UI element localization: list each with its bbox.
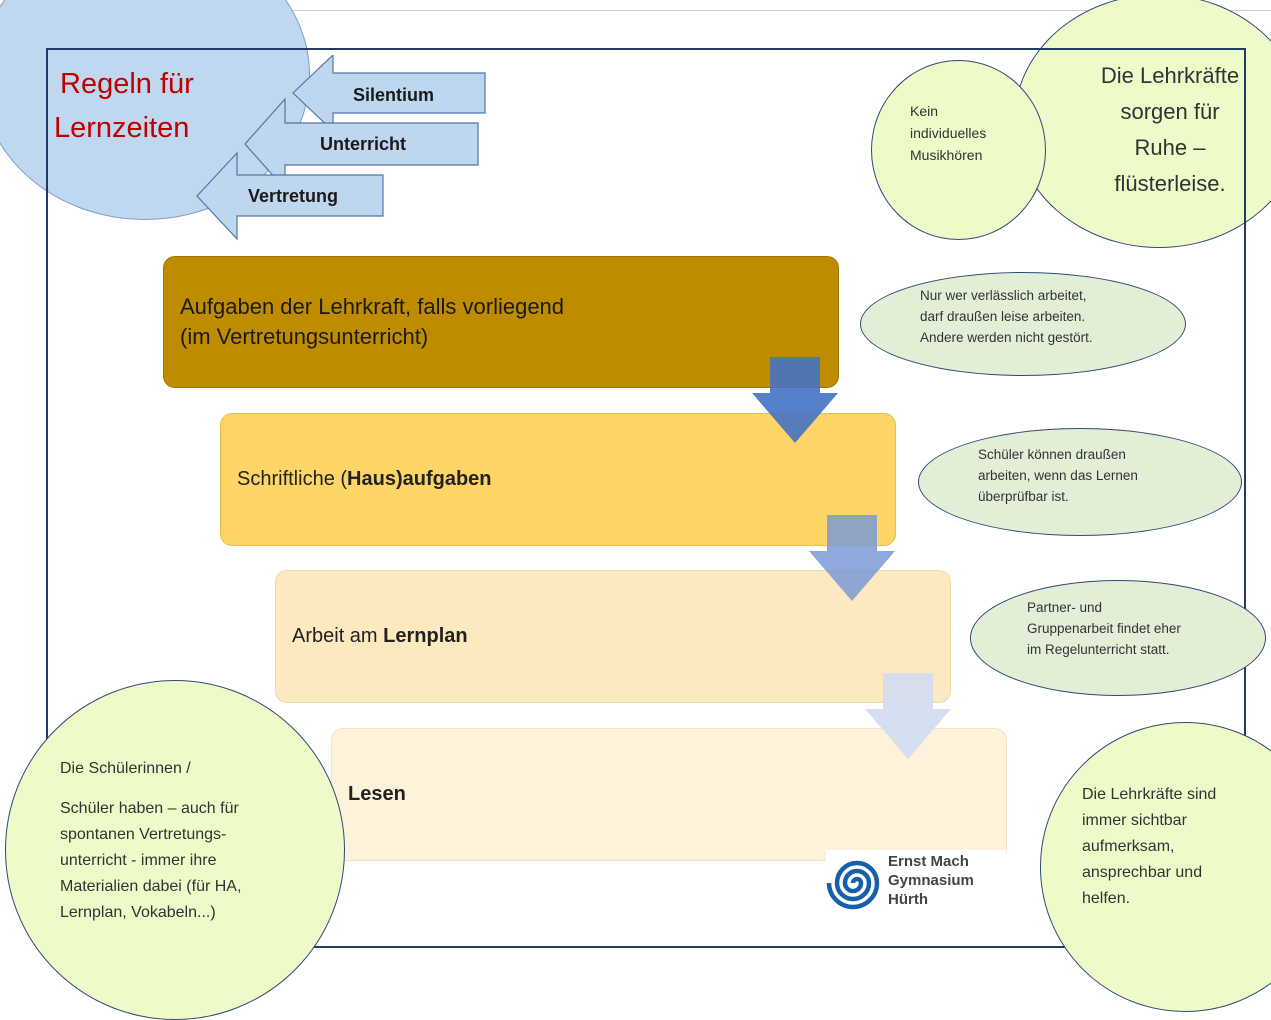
note-line: ansprechbar und [1082, 864, 1203, 881]
note-draussen-ellipse [918, 428, 1242, 536]
school-logo: Ernst Mach Gymnasium Hürth [826, 850, 1006, 914]
step-3-strong: Lernplan [383, 625, 468, 647]
down-arrow-3 [865, 673, 951, 759]
step-lesen: Lesen [331, 728, 1007, 861]
tag-arrow-silentium [292, 55, 486, 133]
tag-arrow-vertretung [196, 151, 384, 241]
note-line: sorgen für [1120, 99, 1220, 124]
title-line-1: Regeln für [60, 68, 194, 100]
note-line: darf draußen leise arbeiten. [920, 309, 1086, 324]
note-line: flüsterleise. [1114, 171, 1226, 196]
logo-text: Ernst Mach Gymnasium Hürth [888, 852, 974, 909]
note-line: Die Schülerinnen / [60, 760, 191, 777]
note-sichtbar: Die Lehrkräfte sind immer sichtbar aufme… [1082, 782, 1216, 912]
spiral-logo-icon [826, 860, 880, 910]
step-1-strong: Aufgaben der Lehrkraft [180, 294, 406, 319]
note-verlaesslich-ellipse [860, 272, 1186, 376]
note-line: Musikhören [910, 147, 983, 163]
down-arrow-2 [809, 515, 895, 601]
note-line: helfen. [1082, 890, 1131, 907]
tag-unterricht: Unterricht [320, 134, 407, 154]
note-line: Materialien dabei (für HA, [60, 878, 242, 895]
title-line-2: Lernzeiten [54, 112, 190, 144]
note-line: Lernplan, Vokabeln...) [60, 904, 216, 921]
note-kein-musik: Kein individuelles Musikhören [910, 100, 986, 166]
page-title: Regeln für Lernzeiten [54, 62, 194, 150]
note-line: Kein [910, 103, 939, 119]
note-line: spontanen Vertretungs- [60, 826, 227, 843]
note-schueler: Die Schülerinnen / Schüler haben – auch … [60, 756, 241, 926]
step-lernplan: Arbeit am Lernplan [275, 570, 951, 703]
step-1-rest: , falls vorliegend [405, 294, 565, 319]
note-line: Schüler haben – auch für [60, 800, 239, 817]
note-line: Die Lehrkräfte [1100, 63, 1240, 88]
step-3-pre: Arbeit am [292, 625, 384, 647]
note-line: überprüfbar ist. [978, 489, 1069, 504]
note-lehrkraefte-ruhe: Die Lehrkräfte sorgen für Ruhe – flüster… [1075, 58, 1265, 202]
tag-silentium: Silentium [353, 85, 435, 105]
note-line: immer sichtbar [1082, 812, 1187, 829]
step-2-strong: Haus)aufgaben [347, 468, 492, 490]
note-line: Ruhe – [1134, 135, 1206, 160]
tag-arrows [196, 55, 486, 241]
note-line: Die Lehrkräfte sind [1082, 786, 1217, 803]
note-line: Andere werden nicht gestört. [920, 330, 1093, 345]
note-line: aufmerksam, [1082, 838, 1175, 855]
step-1-line-2: (im Vertretungsunterricht) [180, 324, 429, 349]
step-4-strong: Lesen [348, 783, 406, 805]
note-line: Nur wer verlässlich arbeitet, [920, 288, 1087, 303]
note-verlaesslich: Nur wer verlässlich arbeitet, darf drauß… [920, 285, 1093, 348]
note-line: unterricht - immer ihre [60, 852, 217, 869]
note-line: arbeiten, wenn das Lernen [978, 468, 1138, 483]
step-aufgaben-lehrkraft: Aufgaben der Lehrkraft, falls vorliegend… [163, 256, 839, 388]
note-partner: Partner- und Gruppenarbeit findet eher i… [1027, 597, 1181, 660]
note-partner-ellipse [970, 580, 1266, 696]
note-line: Schüler können draußen [978, 447, 1126, 462]
tag-vertretung: Vertretung [248, 186, 339, 206]
note-line: Gruppenarbeit findet eher [1027, 621, 1181, 636]
note-line: im Regelunterricht statt. [1027, 642, 1170, 657]
ruhe-circle [1014, 0, 1271, 248]
down-arrow-1 [752, 357, 838, 443]
step-hausaufgaben: Schriftliche (Haus)aufgaben [220, 413, 896, 546]
note-draussen: Schüler können draußen arbeiten, wenn da… [978, 444, 1138, 507]
top-rule [0, 10, 1271, 11]
logo-line: Gymnasium [888, 872, 974, 889]
step-2-pre: Schriftliche ( [237, 468, 348, 490]
kein-circle [871, 60, 1046, 240]
logo-line: Ernst Mach [888, 853, 969, 870]
note-line: individuelles [910, 125, 987, 141]
note-line: Partner- und [1027, 600, 1103, 615]
logo-line: Hürth [888, 891, 928, 908]
step-1-line-1: Aufgaben der Lehrkraft, falls vorliegend [180, 292, 564, 322]
tag-arrow-unterricht [244, 97, 479, 191]
